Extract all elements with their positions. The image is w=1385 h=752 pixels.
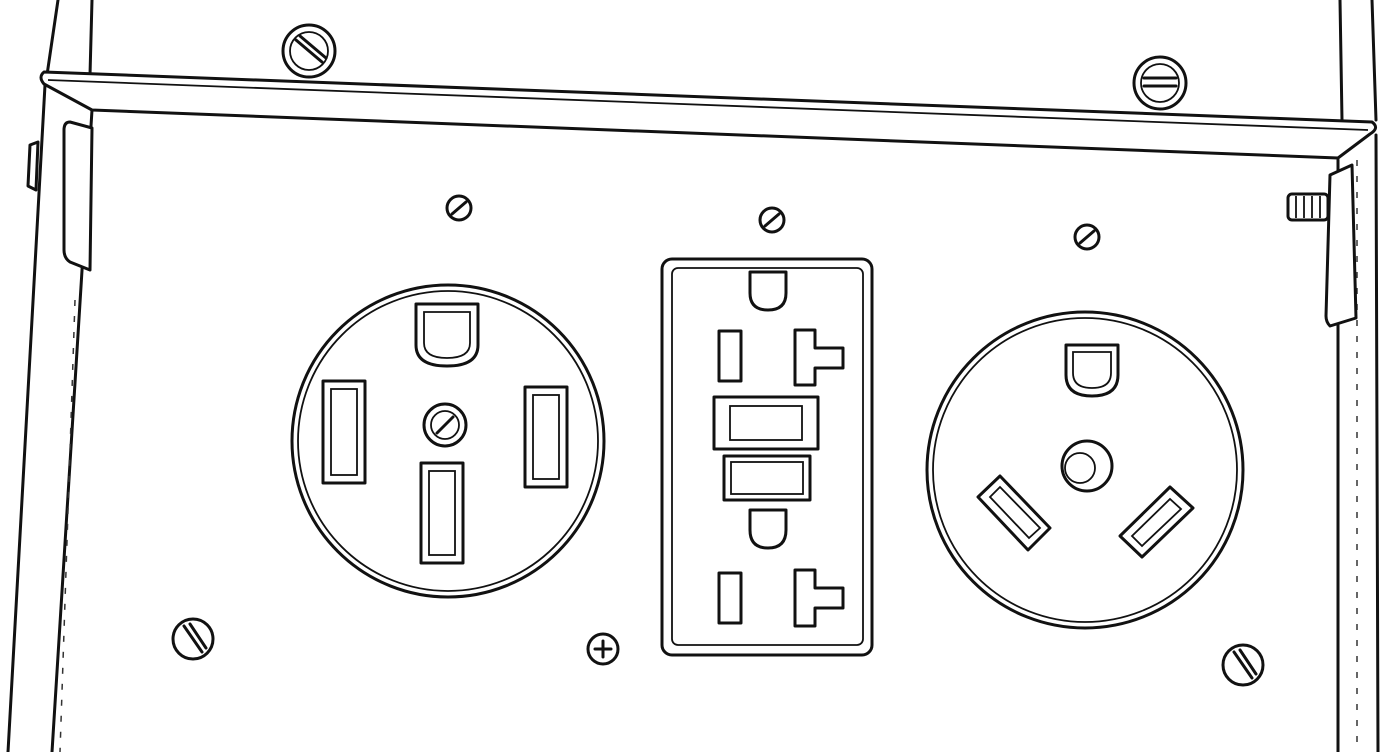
right-latch — [1286, 163, 1358, 328]
screw-icon — [1073, 223, 1101, 251]
screw-icon — [758, 206, 786, 234]
nema-14-50-outlet-icon — [290, 283, 606, 599]
left-latch — [26, 120, 94, 272]
phillips-screw-icon — [586, 632, 620, 666]
gfci-duplex-outlet-icon — [660, 257, 874, 657]
screw-icon — [281, 23, 337, 79]
screw-icon — [171, 617, 215, 661]
tt-30-outlet-icon — [925, 310, 1245, 630]
screw-icon — [1132, 55, 1188, 111]
top-lip — [39, 70, 1377, 160]
screw-icon — [445, 194, 473, 222]
screw-icon — [1221, 643, 1265, 687]
